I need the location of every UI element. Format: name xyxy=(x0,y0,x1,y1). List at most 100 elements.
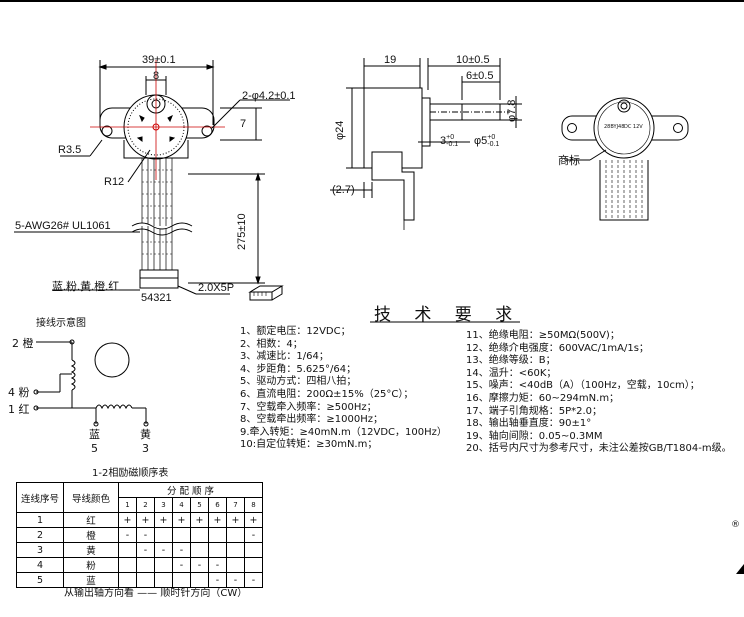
row-cell: - xyxy=(172,557,191,573)
step-header: 4 xyxy=(172,497,191,513)
side-body-depth-dim: 19 xyxy=(384,54,397,66)
shaft-tol-upper: +0 xyxy=(487,134,496,141)
row-color: 红 xyxy=(63,512,119,528)
row-cell: - xyxy=(208,557,227,573)
row-cell xyxy=(118,557,137,573)
wiring-pin-pink: 4 粉 xyxy=(8,384,30,400)
spec-item: 10:自定位转矩：≥30mN.m； xyxy=(240,439,378,451)
spec-item: 11、绝缘电阻：≥50MΩ(500V)； xyxy=(466,330,620,341)
row-cell xyxy=(244,542,263,558)
row-cell: + xyxy=(190,512,209,528)
shaft-tol-lower: -0.1 xyxy=(487,141,500,148)
step-header: 3 xyxy=(154,497,173,513)
pin-color: 蓝 xyxy=(89,428,100,441)
pin-num: 5 xyxy=(91,442,98,455)
side-shaft-tol: φ5+0-0.1 xyxy=(474,134,499,148)
spec-item: 19、轴向间隙：0.05~0.3MM xyxy=(466,430,603,442)
row-cell xyxy=(226,557,245,573)
row-seq: 4 xyxy=(16,557,64,573)
col-dist-header: 分 配 顺 序 xyxy=(118,482,263,498)
step-header: 8 xyxy=(244,497,263,513)
front-width-dim: 39±0.1 xyxy=(142,54,176,66)
spec-item: 2、相数：4； xyxy=(240,338,303,350)
label-voltage: DC 12V xyxy=(624,124,643,130)
wiring-title: 接线示意图 xyxy=(36,318,86,329)
row-cell xyxy=(226,527,245,543)
row-cell: + xyxy=(136,512,155,528)
side-view-drawing xyxy=(330,58,522,230)
row-seq: 5 xyxy=(16,572,64,588)
pin-numbers-label: 54321 xyxy=(141,292,172,304)
wire-colors-label: 蓝.粉.黄.橙.红 xyxy=(52,281,120,293)
front-ear-radius: R3.5 xyxy=(58,144,82,156)
pin-num: 2 xyxy=(12,337,19,350)
label-view-drawing xyxy=(561,97,689,221)
row-cell: - xyxy=(244,527,263,543)
boss-tol-stack: +0-0.1 xyxy=(446,134,458,148)
row-cell: - xyxy=(118,527,137,543)
spec-item: 20、括号内尺寸为参考尺寸，未注公差按GB/T1804-m级。 xyxy=(466,443,732,455)
step-header: 7 xyxy=(226,497,245,513)
pin-color: 橙 xyxy=(22,337,34,350)
row-cell: - xyxy=(136,542,155,558)
shaft-tol-stack: +0-0.1 xyxy=(487,134,499,148)
row-cell: + xyxy=(118,512,137,528)
top-border-line xyxy=(0,0,744,2)
row-cell xyxy=(118,542,137,558)
row-cell: - xyxy=(190,557,209,573)
col-seq-header: 连线序号 xyxy=(16,482,64,513)
row-cell: + xyxy=(244,512,263,528)
step-header: 1 xyxy=(118,497,137,513)
front-hole-dim: 2-φ4.2±0.1 xyxy=(242,90,296,102)
row-color: 橙 xyxy=(63,527,119,543)
row-cell: + xyxy=(226,512,245,528)
pin-num: 4 xyxy=(8,386,15,399)
pin-color: 黄 xyxy=(140,428,151,441)
row-color: 粉 xyxy=(63,557,119,573)
spec-item: 18、输出轴垂直度：90±1° xyxy=(466,418,592,430)
boss-tol-value: 3 xyxy=(440,134,447,147)
step-header: 2 xyxy=(136,497,155,513)
row-cell: - xyxy=(172,542,191,558)
row-cell xyxy=(208,527,227,543)
wire-length-dim: 275±10 xyxy=(236,213,248,250)
sequence-footer: 从输出轴方向看 —— 顺时针方向（CW） xyxy=(64,588,248,599)
row-cell xyxy=(154,527,173,543)
spec-item: 1、额定电压：12VDC； xyxy=(240,326,351,337)
side-shaft-flat-dim: φ7.8 xyxy=(506,99,518,122)
boss-tol-upper: +0 xyxy=(446,134,455,141)
pin-color: 粉 xyxy=(18,386,30,399)
row-cell: - xyxy=(244,572,263,588)
spec-item: 14、温升：<60K； xyxy=(466,367,557,379)
shaft-tol-value: φ5 xyxy=(474,134,488,147)
corner-logo-fragment xyxy=(736,564,744,574)
step-header: 5 xyxy=(190,497,209,513)
side-boss-tol: 3+0-0.1 xyxy=(440,134,458,148)
front-center-dim: 8 xyxy=(153,70,160,82)
front-body-radius: R12 xyxy=(104,176,125,188)
pin-num: 3 xyxy=(142,442,149,455)
specs-right-list: 11、绝缘电阻：≥50MΩ(500V)； 12、绝缘介电强度：600VAC/1m… xyxy=(466,330,732,456)
spec-item: 9.牵入转矩：≥40mN.m（12VDC，100Hz） xyxy=(240,426,447,438)
row-cell xyxy=(244,557,263,573)
row-cell xyxy=(136,557,155,573)
specs-left-list: 1、额定电压：12VDC； 2、相数：4； 3、减速比：1/64； 4、步距角：… xyxy=(240,326,447,452)
row-cell: + xyxy=(208,512,227,528)
spec-item: 16、摩擦力矩：60~294mN.m； xyxy=(466,392,620,404)
specs-title: 技 术 要 求 xyxy=(374,305,522,325)
wiring-pin-red: 1 红 xyxy=(8,401,30,417)
spec-item: 15、噪声：<40dB（A）（100Hz，空载，10cm）； xyxy=(466,380,700,392)
side-body-diameter-dim: φ24 xyxy=(334,120,346,140)
spec-item: 13、绝缘等级：B； xyxy=(466,355,556,367)
row-cell xyxy=(190,542,209,558)
row-seq: 2 xyxy=(16,527,64,543)
